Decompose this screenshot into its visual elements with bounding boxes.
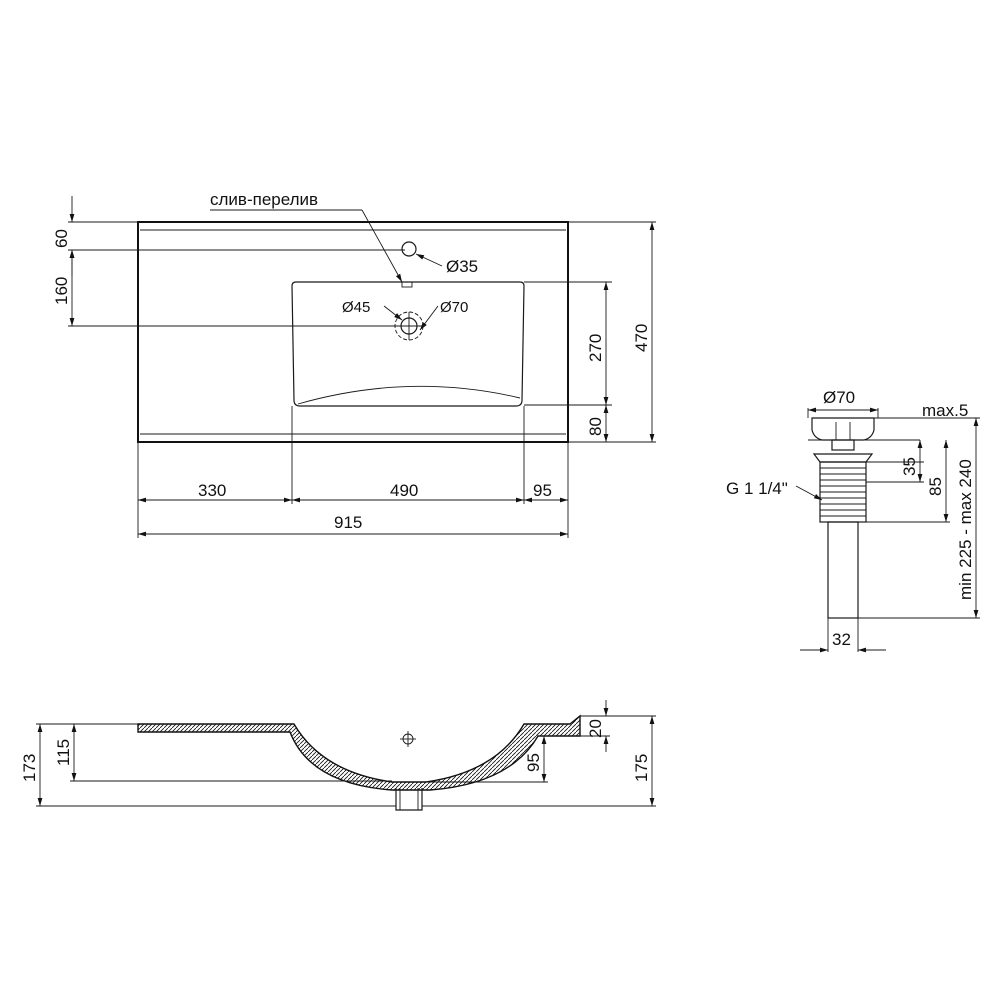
thread-label: G 1 1/4" [726,479,788,498]
drain-inner-leader [383,305,403,321]
side-drain-pipe [395,788,423,811]
dim-20-label: 20 [586,719,605,738]
bowl-front-curve [297,385,521,405]
drain-flange [812,453,874,463]
thread-leader [795,485,823,501]
dim-35-label: 35 [900,457,919,476]
drain-inner-label: Ø45 [342,299,370,316]
dim-330-label: 330 [198,481,226,500]
drain-stem [831,439,855,451]
drain-outer-leader [419,305,439,331]
drain-dia-label: Ø70 [823,388,855,407]
dim-915-label: 915 [334,513,362,532]
bowl-outline [291,281,525,407]
pipe-label: 32 [832,630,851,649]
dim-60-label: 60 [52,229,71,248]
drain-outer-label: Ø70 [440,299,468,316]
overflow-slot [401,281,413,288]
tap-hole [401,241,417,257]
range-label: min 225 - max 240 [956,459,975,600]
drain-pipe [827,521,859,619]
overflow-label: слив-перелив [210,190,318,209]
dim-80-label: 80 [586,417,605,436]
hole-leader [415,253,443,267]
top-view: слив-перелив Ø35 Ø45 Ø70 60 160 270 80 4… [52,190,656,538]
dim-85-label: 85 [926,477,945,496]
dim-470-label: 470 [632,324,651,352]
side-view: 173 115 95 20 175 [20,700,656,811]
overflow-leader [361,209,403,283]
side-section [137,714,581,791]
dim-175-label: 175 [632,754,651,782]
dim-160-label: 160 [52,277,71,305]
dim-95-label: 95 [533,481,552,500]
drain-thread-lines [820,467,866,517]
drain-view: Ø70 max.5 35 85 min 225 - max 240 G 1 1/… [726,388,980,653]
hole-label: Ø35 [446,257,478,276]
basin-outline [137,221,569,443]
dim-173-label: 173 [20,754,39,782]
max-label: max.5 [922,401,968,420]
dim-270-label: 270 [586,334,605,362]
side-dim-95-label: 95 [524,753,543,772]
dim-490-label: 490 [390,481,418,500]
dim-115-label: 115 [54,739,73,766]
drain-cap [811,417,875,441]
